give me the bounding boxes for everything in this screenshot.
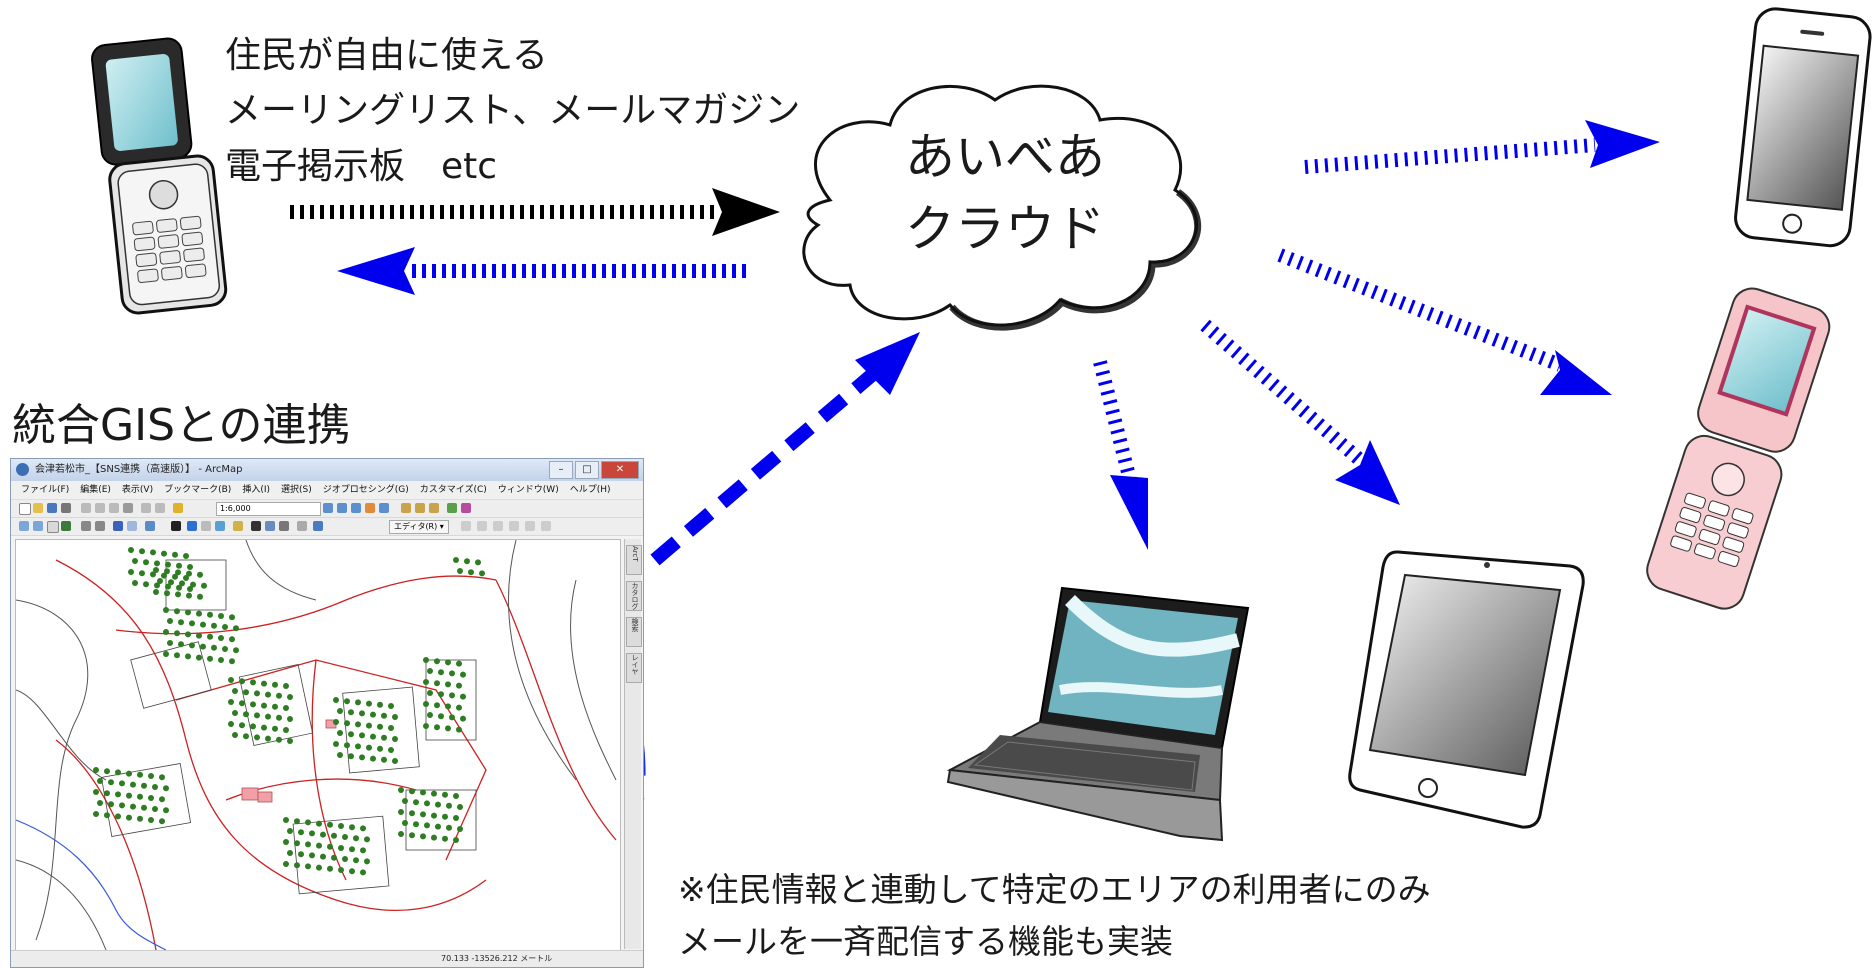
undo-icon[interactable] [141,503,151,513]
edit-tool-icon-4[interactable] [509,521,519,531]
arcmap-titlebar: 会津若松市_【SNS連携（高速版）】 - ArcMap – □ ✕ [11,459,643,481]
find-icon[interactable] [251,521,261,531]
tool-icon-8[interactable] [429,503,439,513]
pan-icon[interactable] [47,521,59,533]
fixed-zoom-in-icon[interactable] [81,521,91,531]
create-viewer-icon[interactable] [297,521,307,531]
menu-customize[interactable]: カスタマイズ(C) [419,485,487,495]
side-tab-arctoolbox[interactable]: ArcT [626,545,642,575]
swipe-icon[interactable] [313,521,323,531]
edit-tool-icon-5[interactable] [525,521,535,531]
menu-window[interactable]: ウィンドウ(W) [497,485,559,495]
residents-line-1: 住民が自由に使える [225,35,548,76]
smartphone-icon [1734,7,1872,248]
residents-line-2: メーリングリスト、メールマガジン [225,90,801,131]
fixed-zoom-out-icon[interactable] [95,521,105,531]
open-icon[interactable] [33,503,43,513]
html-popup-icon[interactable] [215,521,225,531]
menu-file[interactable]: ファイル(F) [21,485,70,495]
menu-insert[interactable]: 挿入(I) [242,485,270,495]
close-icon[interactable]: ✕ [601,461,639,479]
back-icon[interactable] [113,521,123,531]
side-tab-layers[interactable]: レイヤ [626,653,642,683]
save-icon[interactable] [47,503,57,513]
cloud-label-line-1: あいべあ [905,128,1105,186]
arcmap-statusbar: 70.133 -13526.212 メートル [11,950,643,967]
laptop-icon [946,586,1250,842]
paste-icon[interactable] [109,503,119,513]
tool-icon-3[interactable] [351,503,361,513]
go-to-xy-icon[interactable] [265,521,275,531]
forward-icon[interactable] [127,521,137,531]
add-data-icon[interactable] [173,503,183,513]
arrow-cloud-to-pink-phone [1277,248,1612,395]
edit-tool-icon-6[interactable] [541,521,551,531]
note-line-2: メールを一斉配信する機能も実装 [678,922,1173,961]
arrow-cloud-to-laptop [1093,360,1148,550]
maximize-icon[interactable]: □ [575,461,599,479]
arcmap-window: 会津若松市_【SNS連携（高速版）】 - ArcMap – □ ✕ ファイル(F… [10,458,644,968]
time-slider-icon[interactable] [279,521,289,531]
arcmap-side-panel: ArcT カタログ 検索 レイヤ [624,539,642,949]
coordinate-readout: 70.133 -13526.212 メートル [441,954,553,963]
tool-icon-5[interactable] [379,503,389,513]
arrow-from-cloud-to-phone [337,247,752,295]
tool-icon-6[interactable] [401,503,411,513]
note-line-1: ※住民情報と連動して特定のエリアの利用者にのみ [678,870,1431,909]
minimize-icon[interactable]: – [549,461,573,479]
arcmap-app-icon [16,463,29,476]
zoom-out-icon[interactable] [33,521,43,531]
side-tab-catalog[interactable]: カタログ [626,581,642,611]
cloud-label-line-2: クラウド [905,200,1105,258]
cut-icon[interactable] [81,503,91,513]
select-elements-icon[interactable] [171,521,181,531]
arcmap-standard-toolbar: 1:6,000 [11,500,643,518]
copy-icon[interactable] [95,503,105,513]
arcmap-tools-toolbar: エディタ(R) ▾ [11,518,643,536]
map-canvas[interactable] [16,540,620,950]
arrow-cloud-to-tablet [1200,319,1400,505]
menu-view[interactable]: 表示(V) [121,485,154,495]
arrow-cloud-to-smartphone [1304,120,1660,174]
zoom-in-icon[interactable] [19,521,29,531]
editor-menu[interactable]: エディタ(R) ▾ [389,520,449,534]
arcmap-window-title: 会津若松市_【SNS連携（高速版）】 - ArcMap [35,464,243,475]
gis-title: 統合GISとの連携 [12,400,351,451]
identify-icon[interactable] [187,521,197,531]
hyperlink-icon[interactable] [201,521,211,531]
full-extent-icon[interactable] [61,521,71,531]
measure-icon[interactable] [233,521,243,531]
edit-tool-icon-2[interactable] [477,521,487,531]
menu-edit[interactable]: 編集(E) [80,485,111,495]
print-icon[interactable] [61,503,71,513]
tablet-icon [1348,550,1585,829]
tool-icon-7[interactable] [415,503,425,513]
residents-line-3: 電子掲示板 etc [225,146,498,187]
menu-geoprocessing[interactable]: ジオプロセシング(G) [322,485,409,495]
arrow-gis-to-cloud [650,332,920,566]
menu-select[interactable]: 選択(S) [281,485,312,495]
select-features-icon[interactable] [145,521,155,531]
map-view[interactable] [15,539,621,951]
cloud-icon [802,84,1201,331]
arrow-to-cloud [290,188,780,236]
side-tab-search[interactable]: 検索 [626,617,642,647]
scale-selector[interactable]: 1:6,000 [216,502,321,516]
tool-icon-4[interactable] [365,503,375,513]
delete-icon[interactable] [123,503,133,513]
tool-icon-10[interactable] [461,503,471,513]
pink-flip-phone-icon [1646,287,1831,610]
menu-bookmark[interactable]: ブックマーク(B) [164,485,232,495]
tool-icon-2[interactable] [337,503,347,513]
edit-tool-icon-1[interactable] [461,521,471,531]
arcmap-menubar: ファイル(F) 編集(E) 表示(V) ブックマーク(B) 挿入(I) 選択(S… [11,481,643,500]
menu-help[interactable]: ヘルプ(H) [569,485,611,495]
edit-tool-icon-3[interactable] [493,521,503,531]
tool-icon-9[interactable] [447,503,457,513]
tool-icon-1[interactable] [323,503,333,513]
redo-icon[interactable] [155,503,165,513]
new-document-icon[interactable] [19,503,31,515]
flip-phone-icon [91,37,228,315]
